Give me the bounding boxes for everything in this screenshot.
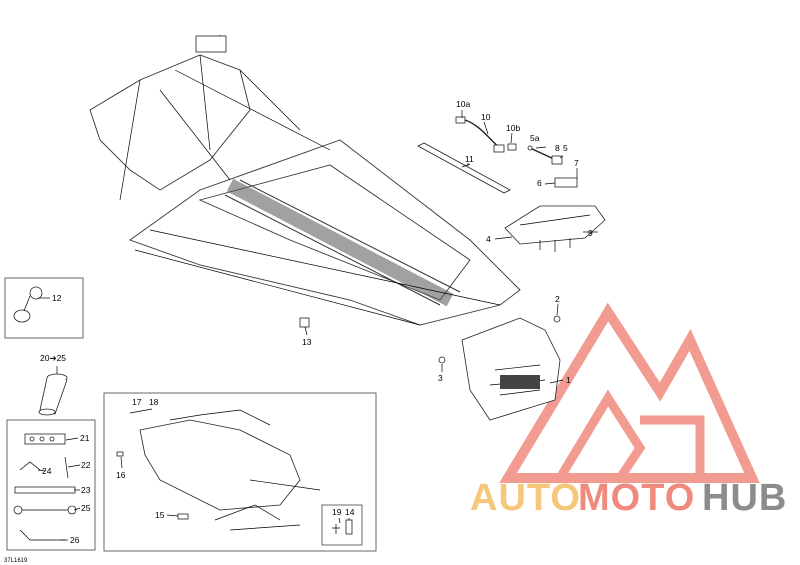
callout-16: 16 — [116, 470, 126, 480]
part-4-housing — [504, 205, 606, 252]
callout-12: 12 — [52, 293, 62, 303]
callout-24: 24 — [42, 466, 52, 476]
chassis-frame — [89, 34, 521, 326]
callout-8: 8 — [555, 143, 560, 153]
sled-box — [103, 392, 377, 552]
callout-10: 10 — [481, 112, 491, 122]
callout-14: 14 — [345, 507, 355, 517]
callout-23: 23 — [81, 485, 91, 495]
callout-6: 6 — [537, 178, 542, 188]
callout-labels: 1 2 3 4 5a 5 6 7 8 9 10a 10 10b 11 12 13… — [4, 99, 593, 564]
callout-5: 5 — [563, 143, 568, 153]
callout-20-25: 20➔25 — [40, 353, 66, 363]
callout-21: 21 — [80, 433, 90, 443]
callout-5a: 5a — [530, 133, 540, 143]
callout-22: 22 — [81, 460, 91, 470]
part-2-bolt — [553, 315, 561, 323]
part-20-25-can — [38, 373, 68, 416]
diagram-code: 37L1619 — [4, 558, 28, 564]
callout-4: 4 — [486, 234, 491, 244]
part-12-box — [4, 277, 84, 339]
leader-lines — [37, 110, 598, 541]
part-10-harness — [455, 116, 517, 153]
callout-10b: 10b — [506, 123, 520, 133]
callout-9: 9 — [588, 228, 593, 238]
part-1-front-cover — [461, 317, 561, 421]
callout-26: 26 — [70, 535, 80, 545]
callout-19: 19 — [332, 507, 342, 517]
callout-17: 17 — [132, 397, 142, 407]
callout-10a: 10a — [456, 99, 470, 109]
callout-13: 13 — [302, 337, 312, 347]
watermark-logo — [499, 302, 760, 483]
callout-18: 18 — [149, 397, 159, 407]
part-11-strip — [417, 142, 511, 194]
part-13-clip — [299, 317, 310, 328]
callout-7: 7 — [574, 158, 579, 168]
callout-3: 3 — [438, 373, 443, 383]
callout-25: 25 — [81, 503, 91, 513]
callout-11: 11 — [465, 154, 474, 164]
parts-5-8-components — [527, 145, 578, 188]
callout-2: 2 — [555, 294, 560, 304]
watermark-hub: HUB — [702, 477, 787, 519]
callout-15: 15 — [155, 510, 165, 520]
callout-1: 1 — [566, 375, 571, 385]
watermark-auto: AUTO — [470, 477, 581, 519]
watermark-moto: MOTO — [578, 477, 695, 519]
part-3-washer — [438, 356, 446, 364]
watermark-text: AUTO MOTO HUB — [470, 477, 787, 519]
